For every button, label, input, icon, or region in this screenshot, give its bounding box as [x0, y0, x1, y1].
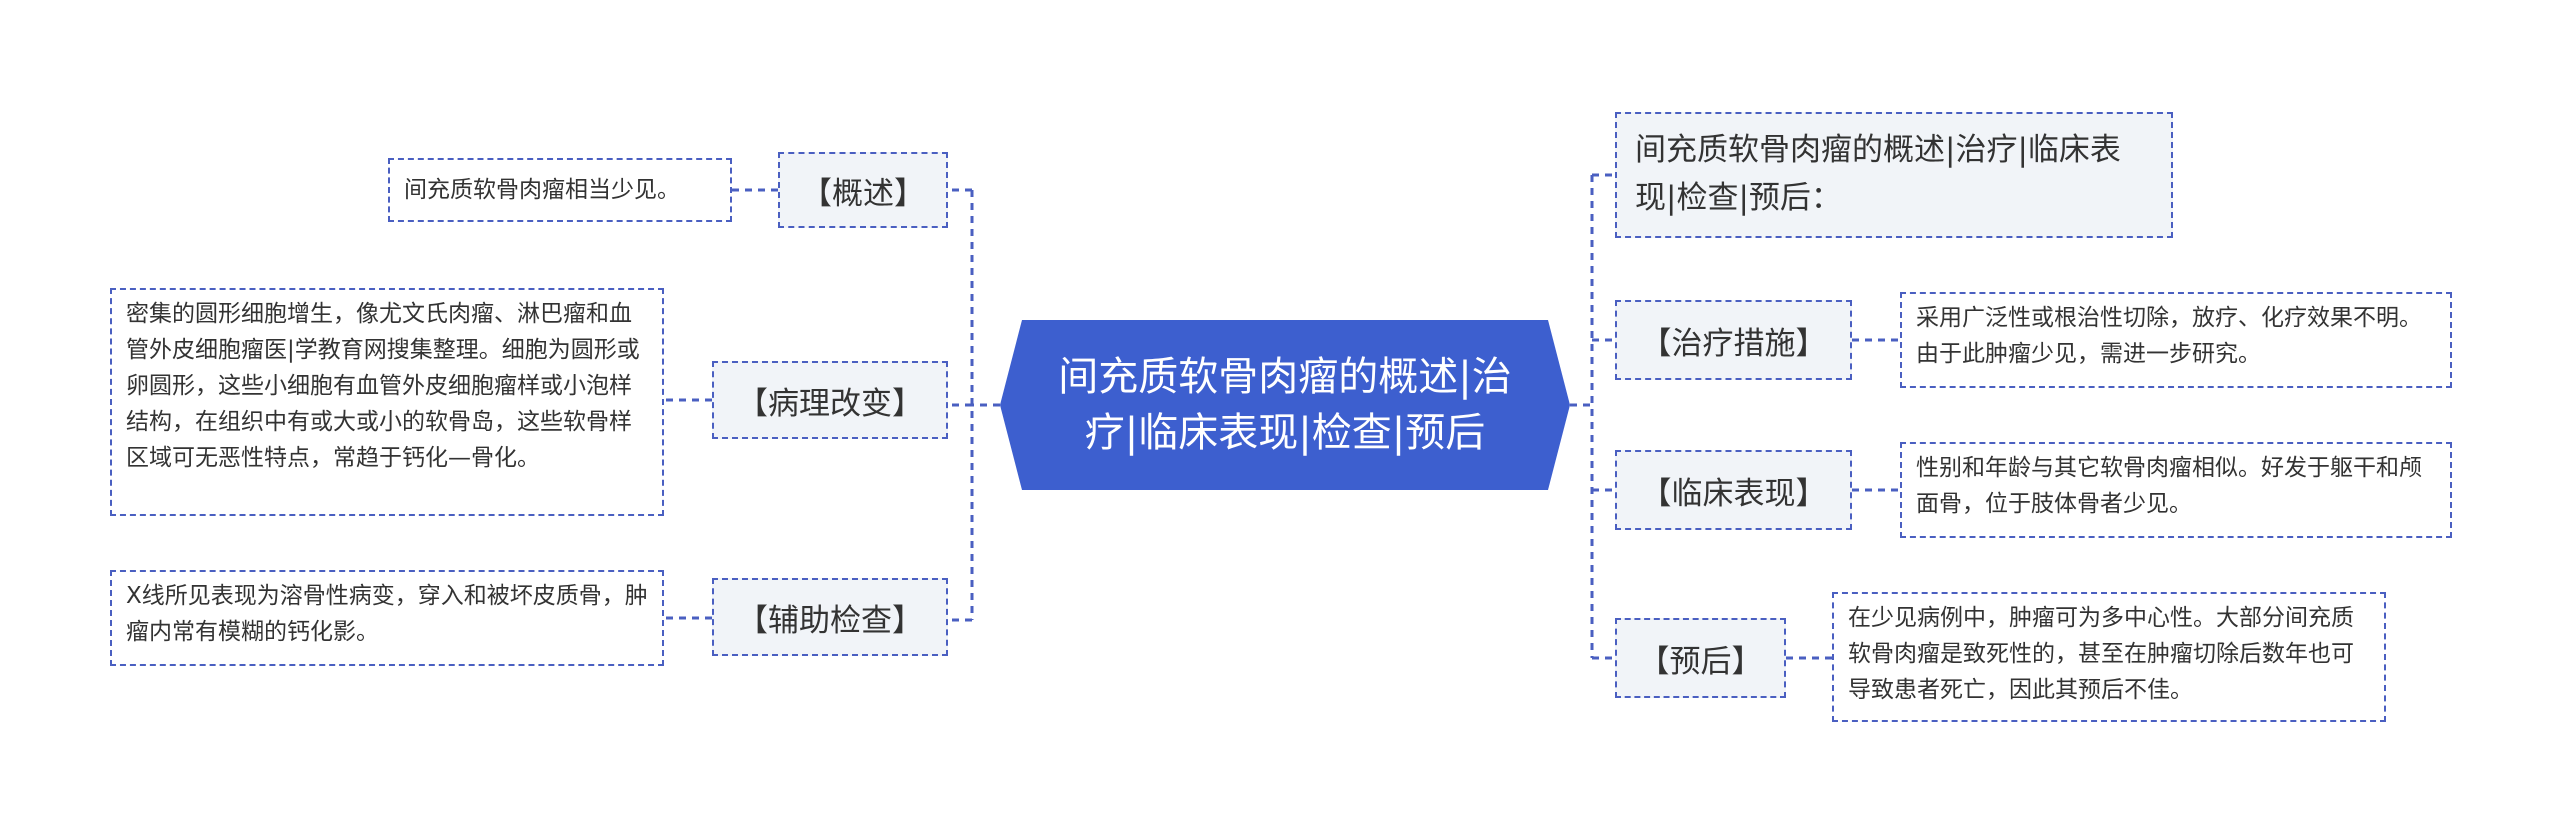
branch-pathology[interactable]: 【病理改变】 — [712, 361, 948, 439]
connector-left-trunk — [970, 190, 1000, 620]
leaf-treatment[interactable]: 采用广泛性或根治性切除，放疗、化疗效果不明。由于此肿瘤少见，需进一步研究。 — [1900, 292, 2452, 388]
connector-right-trunk — [1570, 175, 1594, 658]
central-topic-shape — [1000, 320, 1570, 490]
leaf-examination-text: X线所见表现为溶骨性病变，穿入和被坏皮质骨，肿瘤内常有模糊的钙化影。 — [126, 583, 648, 645]
branch-overview[interactable]: 【概述】 — [778, 152, 948, 228]
intro-node-text: 间充质软骨肉瘤的概述|治疗|临床表现|检查|预后： — [1635, 132, 2121, 216]
branch-overview-label: 【概述】 — [801, 175, 925, 212]
branch-prognosis[interactable]: 【预后】 — [1615, 618, 1786, 698]
leaf-clinical[interactable]: 性别和年龄与其它软骨肉瘤相似。好发于躯干和颅面骨，位于肢体骨者少见。 — [1900, 442, 2452, 538]
central-topic-label: 间充质软骨肉瘤的概述|治疗|临床表现|检查|预后 — [1058, 354, 1512, 456]
branch-examination[interactable]: 【辅助检查】 — [712, 578, 948, 656]
leaf-overview-text: 间充质软骨肉瘤相当少见。 — [404, 177, 680, 203]
leaf-examination[interactable]: X线所见表现为溶骨性病变，穿入和被坏皮质骨，肿瘤内常有模糊的钙化影。 — [110, 570, 664, 666]
leaf-clinical-text: 性别和年龄与其它软骨肉瘤相似。好发于躯干和颅面骨，位于肢体骨者少见。 — [1916, 455, 2422, 517]
branch-treatment-label: 【治疗措施】 — [1640, 325, 1827, 362]
intro-node[interactable]: 间充质软骨肉瘤的概述|治疗|临床表现|检查|预后： — [1615, 112, 2173, 238]
central-topic[interactable]: 间充质软骨肉瘤的概述|治疗|临床表现|检查|预后 — [1000, 320, 1570, 490]
branch-treatment[interactable]: 【治疗措施】 — [1615, 300, 1852, 380]
leaf-overview[interactable]: 间充质软骨肉瘤相当少见。 — [388, 158, 732, 222]
leaf-pathology[interactable]: 密集的圆形细胞增生，像尤文氏肉瘤、淋巴瘤和血管外皮细胞瘤医|学教育网搜集整理。细… — [110, 288, 664, 516]
branch-prognosis-label: 【预后】 — [1638, 643, 1763, 680]
leaf-prognosis[interactable]: 在少见病例中，肿瘤可为多中心性。大部分间充质软骨肉瘤是致死性的，甚至在肿瘤切除后… — [1832, 592, 2386, 722]
branch-examination-label: 【辅助检查】 — [737, 602, 923, 639]
leaf-treatment-text: 采用广泛性或根治性切除，放疗、化疗效果不明。由于此肿瘤少见，需进一步研究。 — [1916, 305, 2422, 367]
branch-clinical-label: 【临床表现】 — [1640, 475, 1827, 512]
leaf-prognosis-text: 在少见病例中，肿瘤可为多中心性。大部分间充质软骨肉瘤是致死性的，甚至在肿瘤切除后… — [1848, 605, 2354, 703]
leaf-pathology-text: 密集的圆形细胞增生，像尤文氏肉瘤、淋巴瘤和血管外皮细胞瘤医|学教育网搜集整理。细… — [126, 301, 640, 471]
branch-pathology-label: 【病理改变】 — [737, 385, 923, 422]
branch-clinical[interactable]: 【临床表现】 — [1615, 450, 1852, 530]
